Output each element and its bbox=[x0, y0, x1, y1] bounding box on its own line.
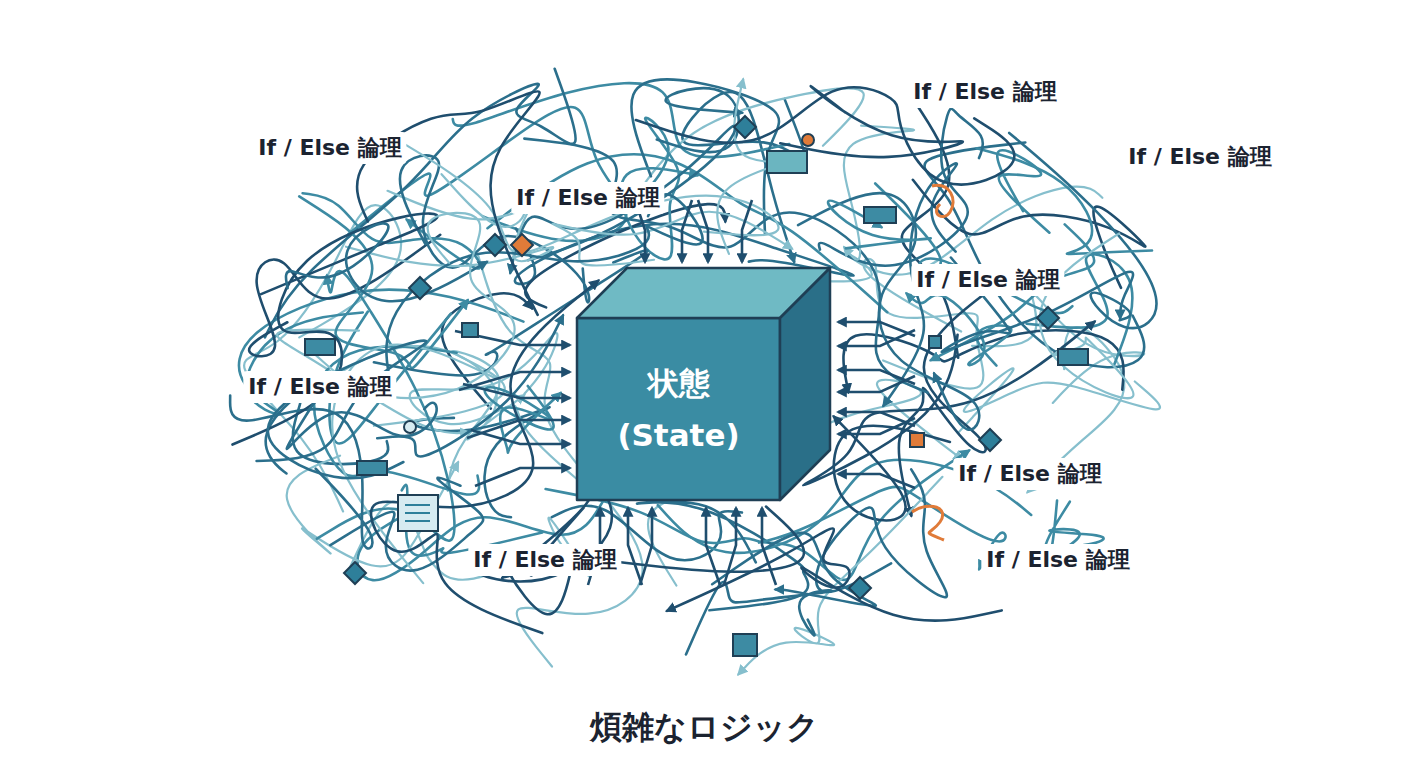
tangled-line bbox=[317, 271, 454, 541]
node-label: 状態 (State) bbox=[609, 357, 749, 461]
tangled-line bbox=[907, 294, 1012, 366]
tangled-line bbox=[958, 368, 1160, 433]
cube-front-face bbox=[577, 318, 780, 500]
inward-arrow bbox=[762, 508, 776, 585]
symbols bbox=[305, 116, 1088, 656]
logic-label: If / Else 論理 bbox=[908, 76, 1061, 108]
tangled-line bbox=[510, 126, 735, 273]
tangled-line bbox=[232, 214, 437, 445]
tangled-line bbox=[257, 341, 427, 479]
logic-label: If / Else 論理 bbox=[511, 182, 664, 214]
tangled-line bbox=[330, 478, 483, 571]
decision-diamond-symbol bbox=[849, 577, 871, 599]
tangled-lines bbox=[230, 69, 1160, 675]
inward-arrow bbox=[467, 420, 570, 438]
inward-arrow bbox=[475, 468, 570, 486]
logic-label: If / Else 論理 bbox=[243, 371, 396, 403]
tangled-line bbox=[244, 205, 401, 511]
document-line bbox=[405, 504, 430, 506]
tangled-line bbox=[388, 174, 525, 227]
inward-arrow bbox=[463, 384, 570, 398]
tangled-line bbox=[816, 469, 947, 597]
inward-arrow bbox=[682, 200, 692, 262]
inward-arrow bbox=[838, 330, 915, 346]
accent-curl bbox=[912, 506, 944, 540]
cube-side-face bbox=[780, 268, 830, 500]
inward-arrow bbox=[698, 200, 708, 262]
inward-arrow bbox=[471, 430, 570, 444]
tangled-line bbox=[819, 109, 983, 266]
process-symbol bbox=[910, 433, 924, 447]
document-line bbox=[405, 520, 430, 522]
tangled-line bbox=[249, 235, 440, 357]
tangled-line bbox=[972, 293, 1144, 403]
signal-dot bbox=[802, 134, 814, 146]
decision-diamond-symbol bbox=[734, 116, 756, 138]
tangled-line bbox=[759, 487, 1006, 569]
inward-arrow bbox=[628, 508, 642, 585]
state-box: 状態 (State) bbox=[577, 318, 780, 500]
decision-diamond-symbol bbox=[1037, 307, 1059, 329]
caption: 煩雑なロジック bbox=[0, 706, 1408, 750]
process-symbol bbox=[929, 336, 941, 348]
decision-diamond-symbol bbox=[511, 234, 533, 256]
accent-curl bbox=[932, 185, 953, 216]
process-symbol bbox=[864, 207, 896, 223]
inward-arrow bbox=[742, 200, 752, 262]
tangled-line bbox=[230, 396, 372, 549]
logic-label: If / Else 論理 bbox=[911, 264, 1064, 296]
tangled-line bbox=[828, 201, 931, 249]
tangled-line bbox=[371, 281, 598, 633]
tangled-line bbox=[314, 346, 479, 494]
logic-label: If / Else 論理 bbox=[468, 544, 621, 576]
process-symbol bbox=[305, 339, 335, 355]
inward-arrow bbox=[724, 508, 736, 585]
process-symbol bbox=[462, 323, 478, 337]
document-symbol bbox=[398, 495, 438, 531]
inward-arrow bbox=[640, 508, 652, 585]
logic-label: If / Else 論理 bbox=[253, 132, 406, 164]
inward-arrow bbox=[838, 418, 915, 434]
inward-arrow bbox=[838, 474, 915, 488]
document-line bbox=[405, 512, 430, 514]
inward-arrows bbox=[455, 200, 915, 585]
decision-diamond-symbol bbox=[409, 277, 431, 299]
process-symbol bbox=[767, 151, 807, 173]
signal-dot bbox=[404, 421, 416, 433]
decision-diamond-symbol bbox=[484, 234, 506, 256]
tangled-line bbox=[303, 193, 481, 268]
logic-label: If / Else 論理 bbox=[981, 544, 1134, 576]
inward-arrow bbox=[838, 376, 915, 392]
accent-strokes bbox=[912, 185, 953, 540]
tangled-line bbox=[902, 97, 958, 358]
tangled-line bbox=[286, 223, 487, 301]
state-cube bbox=[577, 268, 830, 500]
process-symbol bbox=[1058, 349, 1088, 365]
process-symbol bbox=[357, 461, 387, 475]
inward-arrow bbox=[706, 508, 720, 585]
decision-diamond-symbol bbox=[979, 429, 1001, 451]
logic-label: If / Else 論理 bbox=[953, 458, 1106, 490]
process-symbol bbox=[733, 634, 757, 656]
logic-label: If / Else 論理 bbox=[1123, 141, 1276, 173]
decision-diamond-symbol bbox=[344, 562, 366, 584]
